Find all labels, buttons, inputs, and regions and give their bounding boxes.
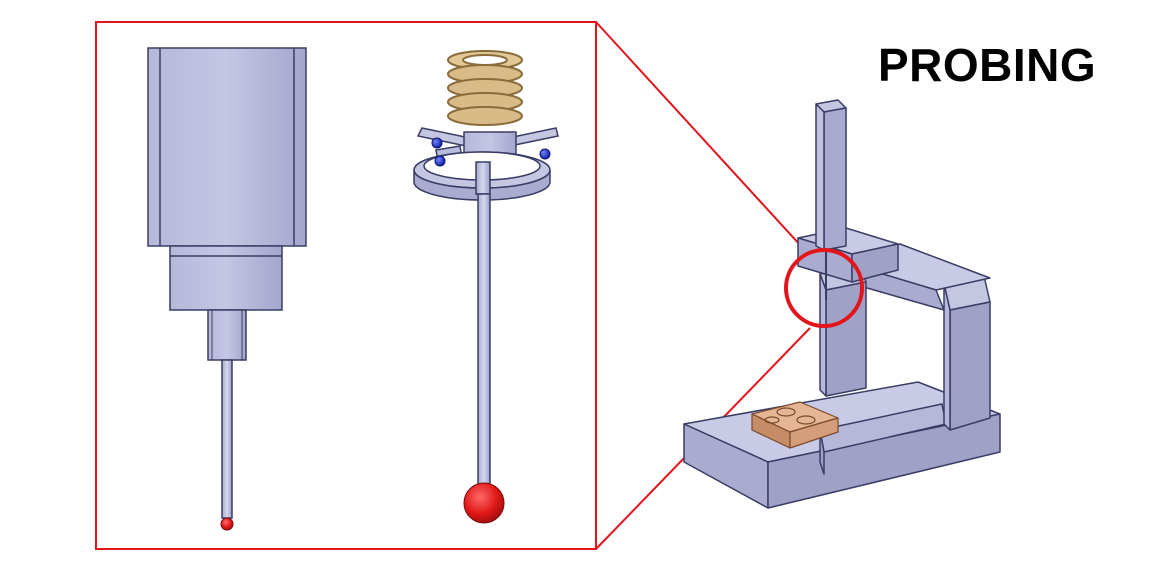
bearing-ball-icon xyxy=(431,137,443,149)
spring-icon xyxy=(447,50,523,126)
probe-highlight-circle xyxy=(784,248,864,328)
probe-body-icon xyxy=(147,47,307,531)
callout xyxy=(95,21,813,550)
cmm-machine-icon xyxy=(683,99,1001,509)
workpiece-icon xyxy=(751,401,839,449)
bearing-ball-icon xyxy=(434,155,446,167)
page-title: PROBING xyxy=(878,39,1097,91)
zoom-frame xyxy=(95,21,597,550)
connector-line-top xyxy=(595,21,813,259)
bearing-ball-icon xyxy=(539,148,551,160)
probe-internal-mechanism-icon xyxy=(413,50,559,524)
